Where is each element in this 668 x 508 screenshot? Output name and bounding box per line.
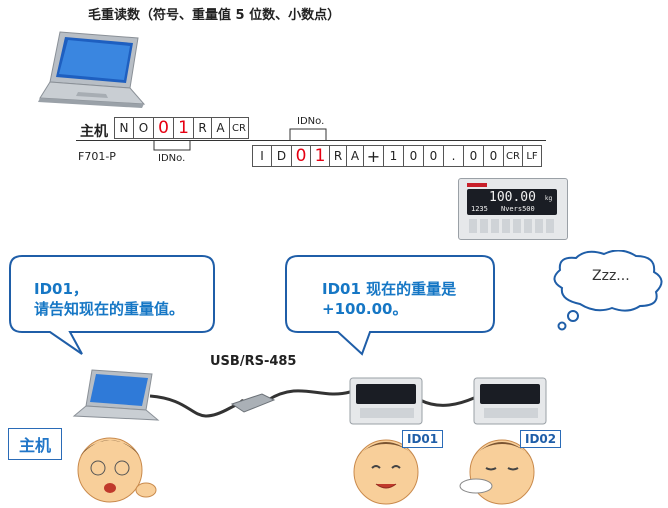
device-cell: 0 — [464, 145, 484, 167]
top-laptop-image — [38, 31, 146, 108]
device-cell: R — [330, 145, 347, 167]
host-person-face — [77, 437, 157, 503]
device-id02 — [473, 377, 547, 425]
device-screen: 100.00 kg 1235 Nvers500 — [467, 189, 557, 215]
device-brand-mark — [467, 183, 487, 187]
host-row-label: 主机 — [80, 124, 108, 140]
device-id01 — [349, 377, 423, 425]
host-cell-id: 1 — [174, 117, 194, 139]
usb-converter — [230, 393, 276, 413]
device-cell: LF — [523, 145, 542, 167]
bottom-laptop-image — [72, 369, 160, 421]
network-diagram — [72, 369, 547, 505]
display-weight: 100.00 — [489, 190, 536, 205]
speech-bubbles — [9, 250, 663, 356]
host-cell-id: 0 — [154, 117, 174, 139]
host-idno-label: IDNo. — [158, 153, 186, 164]
connection-label: USB/RS-485 — [210, 354, 297, 369]
device-cell: D — [272, 145, 292, 167]
rs485-cable-2 — [419, 396, 475, 407]
diagram-title: 毛重读数（符号、重量值 5 位数、小数点） — [88, 8, 341, 23]
id02-person-face — [459, 439, 535, 505]
device-cell-id: 0 — [292, 145, 311, 167]
device-keypad — [469, 219, 557, 233]
device-bubble-line2: +100.00。 — [322, 300, 408, 318]
device-cell: 0 — [424, 145, 444, 167]
device-idno-bracket — [289, 128, 327, 140]
host-command-cells: N O 0 1 R A CR — [114, 117, 249, 139]
top-indicator-device: 100.00 kg 1235 Nvers500 — [458, 178, 568, 240]
host-cell: N — [114, 117, 134, 139]
host-tag: 主机 — [8, 428, 63, 460]
display-small-left: 1235 — [471, 205, 488, 213]
device-cell: 0 — [484, 145, 504, 167]
usb-cable — [149, 394, 244, 418]
device-speech-bubble — [285, 255, 495, 356]
device-tag-id01: ID01 — [402, 430, 444, 448]
host-speech-bubble — [9, 255, 215, 355]
display-unit: kg — [545, 195, 553, 202]
divider-line — [76, 140, 546, 141]
id01-person-face — [353, 439, 419, 505]
host-cell: A — [212, 117, 230, 139]
rs485-cable-1 — [267, 389, 351, 402]
host-idno-bracket — [153, 140, 191, 151]
host-cell: R — [194, 117, 212, 139]
host-cell: O — [134, 117, 154, 139]
device-cell: CR — [504, 145, 523, 167]
sleep-thought-bubble — [553, 250, 663, 312]
sleep-text: Zzz... — [592, 268, 630, 284]
display-small-right: Nvers500 — [501, 205, 535, 213]
device-cell: 1 — [384, 145, 404, 167]
device-cell: + — [364, 145, 384, 167]
device-cell: 0 — [404, 145, 424, 167]
host-bubble-line2: 请告知现在的重量值。 — [34, 300, 185, 318]
device-cell: I — [252, 145, 272, 167]
device-cell: A — [347, 145, 364, 167]
device-bubble-line1: ID01 现在的重量是 — [322, 280, 457, 298]
device-tag-id02: ID02 — [520, 430, 562, 448]
host-cell: CR — [230, 117, 249, 139]
host-bubble-line1: ID01， — [34, 280, 88, 298]
device-cell-id: 1 — [311, 145, 330, 167]
device-response-cells: I D 0 1 R A + 1 0 0 . 0 0 CR LF — [252, 145, 542, 167]
device-cell: . — [444, 145, 464, 167]
device-idno-label: IDNo. — [297, 116, 325, 127]
device-row-label: F701-P — [78, 150, 116, 163]
